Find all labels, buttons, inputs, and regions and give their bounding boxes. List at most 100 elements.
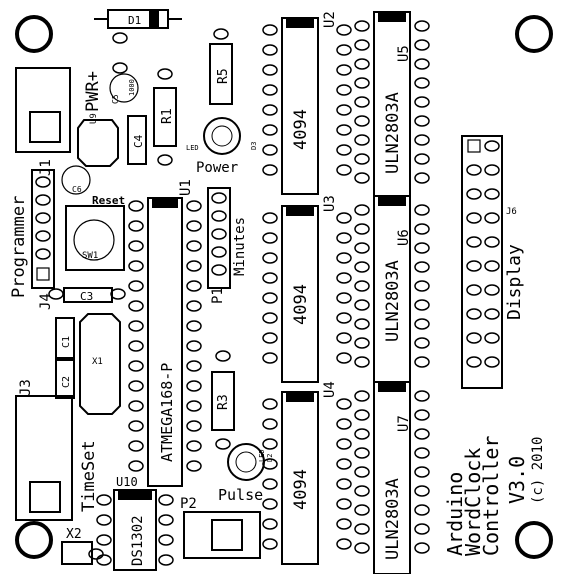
ic-pad (336, 212, 352, 224)
j3-label: J3 (18, 379, 34, 396)
power-label: Power (196, 160, 238, 176)
ic-pad (336, 232, 352, 244)
header-pad (466, 164, 482, 176)
ic-pad (414, 261, 430, 273)
ic-pad (414, 20, 430, 32)
ic-pad (186, 400, 202, 412)
ic-pad (414, 153, 430, 165)
header-pad (35, 212, 51, 224)
ic-pad (414, 280, 430, 292)
ic-pad (354, 20, 370, 32)
part-pad (110, 288, 126, 300)
title-line-3: Controller (479, 436, 503, 556)
ic-pad (262, 332, 278, 344)
u3-label: U3 (322, 195, 338, 212)
timeset-connector (15, 395, 73, 521)
ic-pad (158, 494, 174, 506)
c2-label: C2 (61, 376, 72, 388)
ic-pad (354, 204, 370, 216)
pads-layer (35, 20, 500, 566)
diode-d1 (94, 9, 182, 29)
ic-pad (354, 115, 370, 127)
capacitor-c3 (63, 287, 113, 303)
capacitor-c6 (61, 165, 91, 195)
j6-label: J6 (506, 207, 517, 217)
resistor-r3 (211, 371, 235, 431)
version-label: V3.0 (505, 456, 529, 504)
ic-pad (128, 320, 144, 332)
ic-pad (128, 440, 144, 452)
ic-pad (336, 84, 352, 96)
u9-label: U9 (89, 113, 99, 124)
ic-pad (186, 240, 202, 252)
u4-label: U4 (322, 381, 338, 398)
ic-pad (336, 24, 352, 36)
ic-pad (128, 460, 144, 472)
ic-pad (186, 200, 202, 212)
ic-pad (354, 447, 370, 459)
u6-label: U6 (396, 229, 412, 246)
header-pad (484, 284, 500, 296)
display-label: Display (504, 244, 525, 320)
header-pad (484, 164, 500, 176)
p1-label: P1 (210, 287, 226, 304)
ic-pad (414, 542, 430, 554)
ic-pad (262, 538, 278, 550)
ic-pad (262, 164, 278, 176)
part-pad (215, 350, 231, 362)
ic-pad (414, 223, 430, 235)
ic-pad (128, 280, 144, 292)
ic-pad (96, 554, 112, 566)
ic-pad (262, 292, 278, 304)
header-pad (484, 140, 500, 152)
capacitor-c2 (55, 359, 75, 399)
ic-pad (414, 466, 430, 478)
ic-pad (262, 272, 278, 284)
display-header (461, 135, 503, 389)
ic-pad (336, 164, 352, 176)
ic-pad (262, 418, 278, 430)
header-pad (211, 210, 227, 222)
header-pad (211, 228, 227, 240)
ic-pad (186, 320, 202, 332)
ic-pad (414, 172, 430, 184)
u10-label: U10 (116, 475, 138, 489)
ic-pad (128, 260, 144, 272)
c6-label: C6 (72, 185, 82, 194)
part-pad (112, 32, 128, 44)
resistor-r5 (209, 43, 233, 105)
timeset-connector-tab (29, 481, 61, 513)
u6-body-label: ULN2803A (383, 260, 403, 342)
header-pad (484, 236, 500, 248)
u10-body-label: DS1302 (130, 515, 146, 566)
mounting-hole (15, 521, 53, 559)
ic-pad (354, 409, 370, 421)
ic-pad (158, 534, 174, 546)
reset-switch (65, 205, 125, 271)
title-line-2: WordClock (461, 448, 485, 556)
ic-pad (414, 204, 430, 216)
part-pad (215, 438, 231, 450)
ic-pad (186, 440, 202, 452)
mounting-hole (15, 15, 53, 53)
ic-pad (354, 172, 370, 184)
ic-pad (336, 44, 352, 56)
c1-label: C1 (61, 336, 72, 348)
ic-pad (262, 44, 278, 56)
part-pad (213, 28, 229, 40)
header-pad (466, 212, 482, 224)
ic-pad (336, 312, 352, 324)
header-pad (466, 332, 482, 344)
u2-body-label: 4094 (291, 109, 311, 150)
ic-pad (262, 104, 278, 116)
ic-pad (354, 261, 370, 273)
ic-pad (336, 252, 352, 264)
ic-pad (96, 494, 112, 506)
power-led (203, 117, 241, 155)
power-connector-tab (29, 111, 61, 143)
ic-pad (414, 242, 430, 254)
ic-pad (336, 518, 352, 530)
led-power-label: LED (186, 144, 199, 152)
chip-u2 (281, 17, 319, 195)
ic-pad (336, 64, 352, 76)
